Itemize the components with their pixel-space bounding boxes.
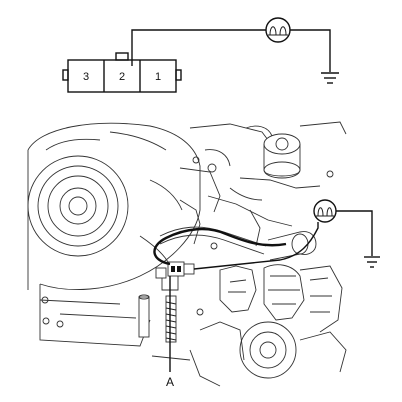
- threaded-rod: [165, 295, 177, 343]
- shield-icon-engine: [313, 199, 337, 223]
- shield-icon: [265, 17, 291, 43]
- connector-key: [115, 52, 129, 61]
- sensor-harness: [153, 227, 287, 266]
- connector-schematic: 3 2 1: [62, 17, 339, 93]
- crankshaft-position-sensor: [155, 261, 195, 291]
- callout-label-a: A: [166, 375, 174, 389]
- sensor-ground-wire: [193, 222, 319, 270]
- ground-icon-engine: [364, 256, 380, 268]
- ground-icon: [321, 72, 339, 84]
- pin-label-1: 1: [155, 71, 161, 83]
- pin-label-3: 3: [83, 71, 89, 83]
- ground-wire: [131, 29, 266, 66]
- stud-bolt: [138, 294, 150, 338]
- pin-label-2: 2: [119, 71, 125, 83]
- connector-left-tab: [62, 69, 69, 81]
- throttle-body: [263, 133, 301, 179]
- engine-illustration: [27, 121, 380, 387]
- connector-right-tab: [175, 69, 182, 81]
- bolt: [41, 296, 64, 328]
- crank-pulley: [27, 155, 129, 257]
- pump-gear: [239, 321, 297, 379]
